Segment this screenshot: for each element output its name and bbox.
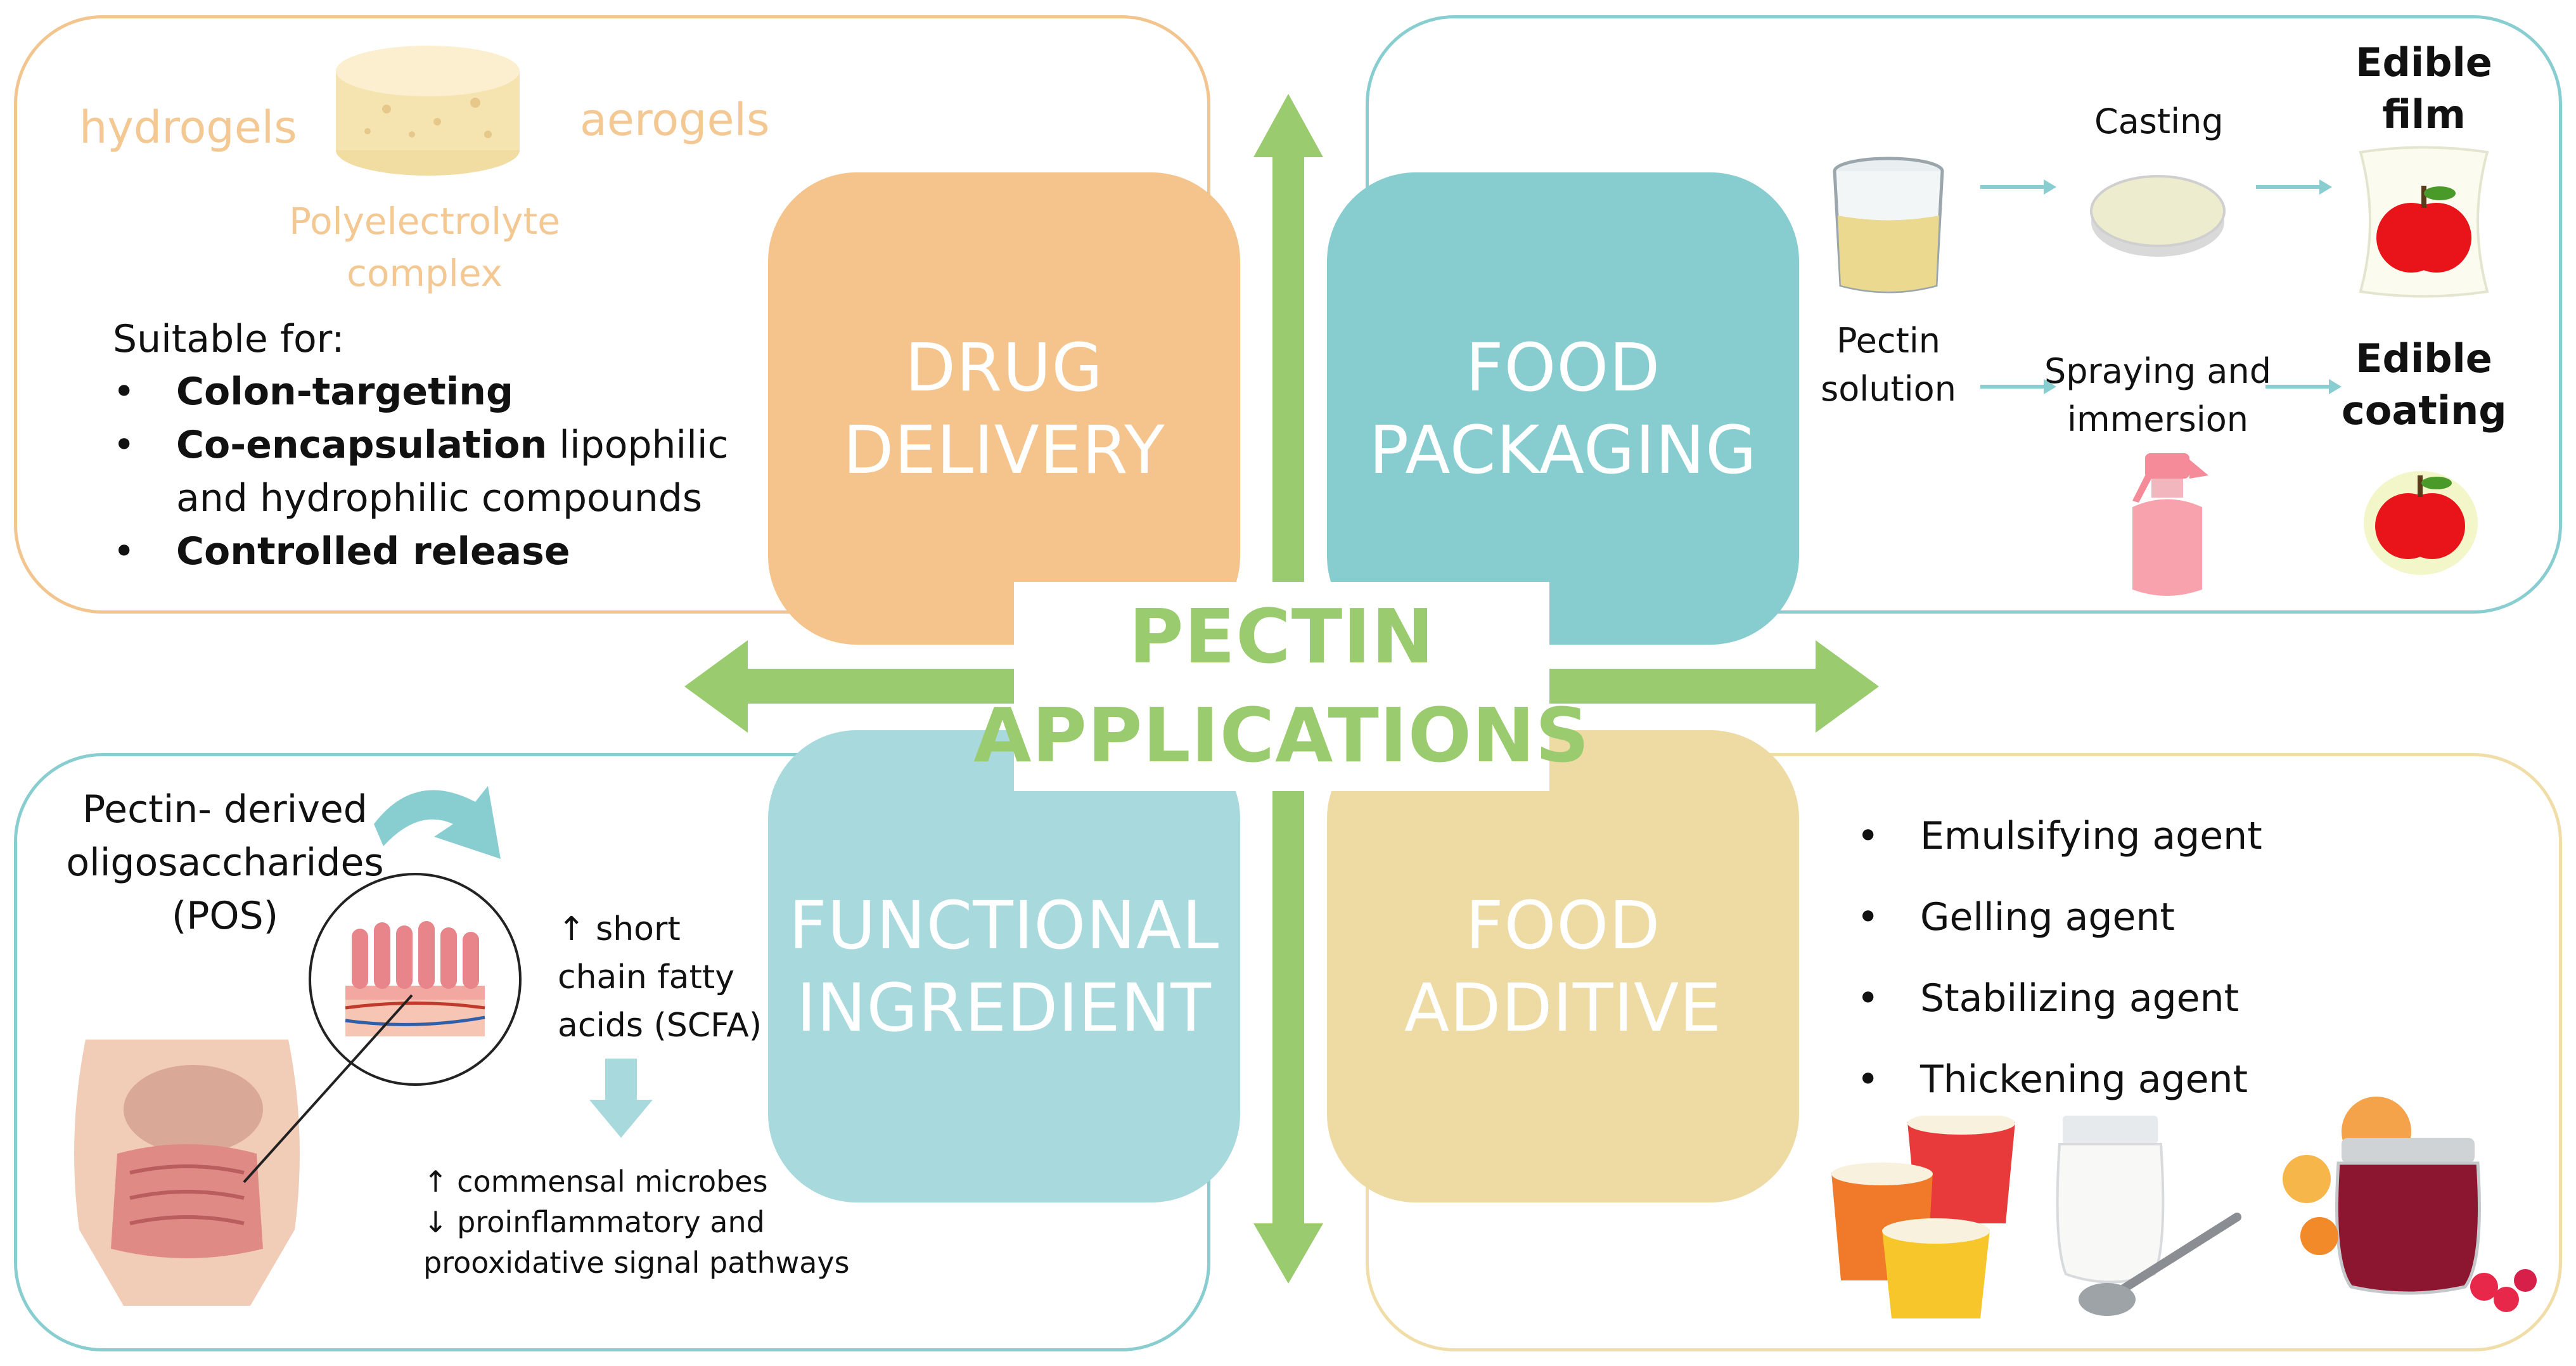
left-arrow-head (684, 640, 748, 733)
casting-label: Casting (2094, 101, 2224, 141)
list-item: Gelling agent (1857, 877, 2262, 958)
edible-film-apple-icon (2359, 146, 2489, 298)
right-arrow-head (1816, 640, 1879, 733)
tile-food-additive: FOOD ADDITIVE (1327, 730, 1799, 1202)
tile-drug-line2: DELIVERY (843, 411, 1165, 489)
intestinal-villi-icon (309, 873, 522, 1086)
center-title-line1: PECTIN (1129, 593, 1435, 681)
tile-additive-line1: FOOD (1465, 886, 1661, 964)
packaging-flow-arrows (1980, 179, 2342, 394)
pectin-applications-title: PECTIN APPLICATIONS (973, 582, 1589, 791)
yogurt-cups-icon (1831, 1116, 2015, 1318)
list-item: Emulsifying agent (1857, 796, 2262, 877)
polyelectrolyte-complex-label: Polyelectrolyte complex (266, 195, 583, 300)
additive-uses-list: Emulsifying agent Gelling agent Stabiliz… (1857, 796, 2262, 1120)
center-title-line2: APPLICATIONS (973, 692, 1590, 779)
list-item: Colon-targeting (113, 365, 729, 418)
aerogels-label: aerogels (580, 94, 770, 146)
list-item: Controlled release (113, 525, 729, 578)
curved-arrow-icon (374, 786, 501, 859)
microbes-label: ↑ commensal microbes ↓ proinflammatory a… (423, 1164, 850, 1280)
tile-packaging-line2: PACKAGING (1369, 411, 1757, 489)
tile-drug-line1: DRUG (904, 328, 1104, 406)
down-arrow-head (1253, 1223, 1323, 1284)
tile-functional-line1: FUNCTIONAL (788, 886, 1220, 964)
spraying-immersion-label: Spraying and immersion (2044, 351, 2272, 439)
jam-jar-icon (2283, 1097, 2537, 1312)
edible-film-label: Edible film (2355, 39, 2492, 138)
zoom-connector-line (243, 994, 413, 1183)
human-intestine-icon (74, 1040, 300, 1306)
scfa-label: ↑ short chain fatty acids (SCFA) (558, 910, 762, 1045)
edible-coating-label: Edible coating (2342, 335, 2507, 434)
beaker-icon (1833, 157, 1944, 293)
hydrogels-label: hydrogels (79, 101, 297, 153)
complex-line2: complex (347, 252, 503, 295)
tile-drug-delivery: DRUG DELIVERY (768, 172, 1240, 645)
tile-functional-line2: INGREDIENT (797, 969, 1212, 1047)
milk-jar-icon (2056, 1116, 2241, 1316)
drug-benefits-list: Colon-targeting Co-encapsulation lipophi… (113, 365, 729, 578)
pos-label: Pectin- derived oligosaccharides (POS) (66, 787, 384, 938)
list-item: Stabilizing agent (1857, 958, 2262, 1039)
suitable-for-label: Suitable for: (113, 317, 345, 361)
tile-additive-line2: ADDITIVE (1404, 969, 1722, 1047)
tile-functional-ingredient: FUNCTIONAL INGREDIENT (768, 730, 1240, 1202)
tile-packaging-line1: FOOD (1465, 328, 1661, 406)
gel-disc-icon (336, 46, 520, 176)
tile-food-packaging: FOOD PACKAGING (1327, 172, 1799, 645)
pectin-solution-label: Pectin solution (1821, 321, 1956, 409)
petri-dish-icon (2090, 175, 2226, 257)
spray-bottle-icon (2132, 453, 2208, 596)
up-arrow-head (1253, 94, 1323, 157)
down-arrow-icon (589, 1059, 653, 1138)
complex-line1: Polyelectrolyte (289, 200, 560, 243)
edible-coating-apple-icon (2364, 471, 2478, 575)
list-item: Thickening agent (1857, 1039, 2262, 1120)
